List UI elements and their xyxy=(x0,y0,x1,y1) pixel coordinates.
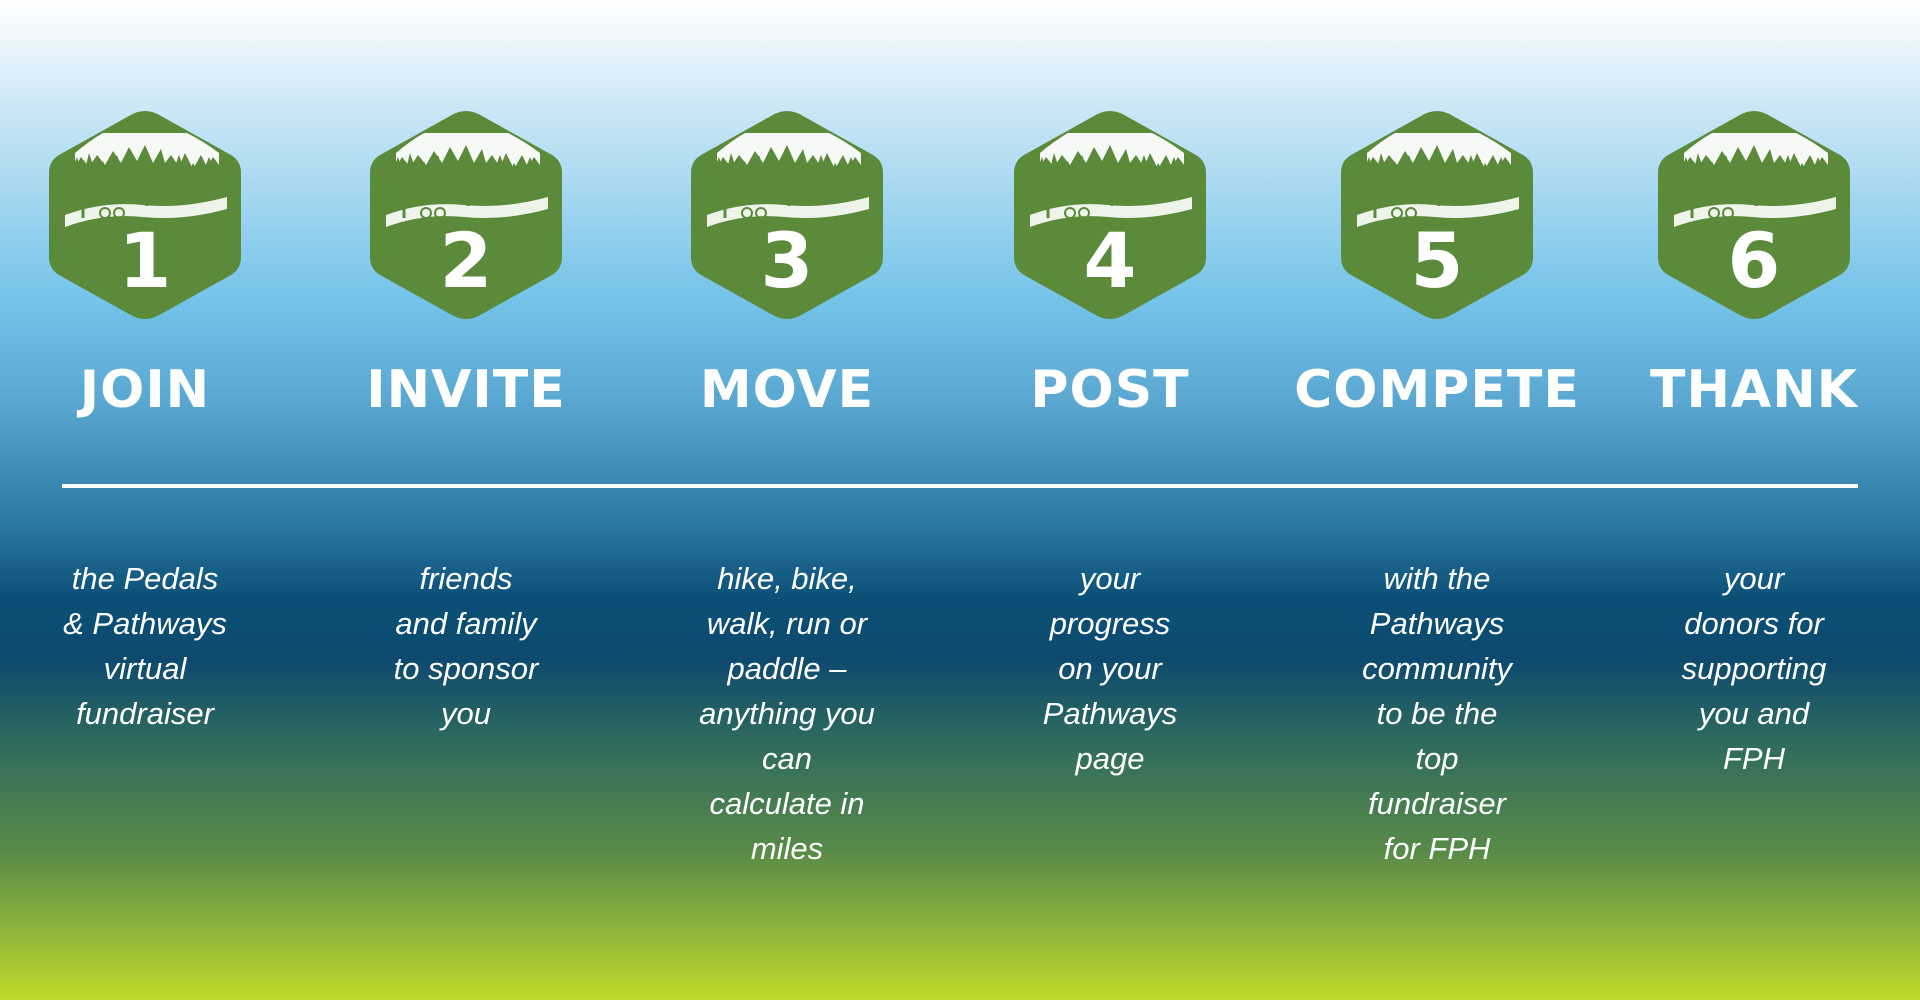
step-title: MOVE xyxy=(699,360,875,420)
step-title: THANK xyxy=(1649,360,1859,420)
step-number: 6 xyxy=(1727,216,1781,305)
step-description: hike, bike, walk, run or paddle – anythi… xyxy=(699,561,875,866)
step-title: JOIN xyxy=(79,360,211,420)
step-title: COMPETE xyxy=(1294,360,1580,420)
step-description: your donors for supporting you and FPH xyxy=(1681,561,1827,776)
step-post: 4 POST your progress on your Pathways pa… xyxy=(950,0,1270,1000)
badge-4: 4 xyxy=(1008,105,1212,325)
step-description: the Pedals & Pathways virtual fundraiser xyxy=(63,561,227,731)
step-description: your progress on your Pathways page xyxy=(1042,561,1178,776)
step-number: 1 xyxy=(118,216,172,305)
step-number: 4 xyxy=(1083,216,1137,305)
badge-3: 3 xyxy=(685,105,889,325)
badge-2: 2 xyxy=(364,105,568,325)
step-move: 3 MOVE hike, bike, walk, run or paddle –… xyxy=(627,0,947,1000)
badge-1: 1 xyxy=(43,105,247,325)
step-number: 5 xyxy=(1410,216,1464,305)
badge-5: 5 xyxy=(1335,105,1539,325)
step-compete: 5 COMPETE with the Pathways community to… xyxy=(1277,0,1597,1000)
badge-6: 6 xyxy=(1652,105,1856,325)
step-number: 3 xyxy=(760,216,814,305)
step-title: INVITE xyxy=(366,360,566,420)
step-description: friends and family to sponsor you xyxy=(393,561,539,731)
step-description: with the Pathways community to be the to… xyxy=(1362,561,1512,866)
step-invite: 2 INVITE friends and family to sponsor y… xyxy=(306,0,626,1000)
step-thank: 6 THANK your donors for supporting you a… xyxy=(1594,0,1914,1000)
step-number: 2 xyxy=(439,216,493,305)
divider-line xyxy=(62,484,1858,488)
step-join: 1 JOIN the Pedals & Pathways virtual fun… xyxy=(0,0,305,1000)
step-title: POST xyxy=(1030,360,1190,420)
